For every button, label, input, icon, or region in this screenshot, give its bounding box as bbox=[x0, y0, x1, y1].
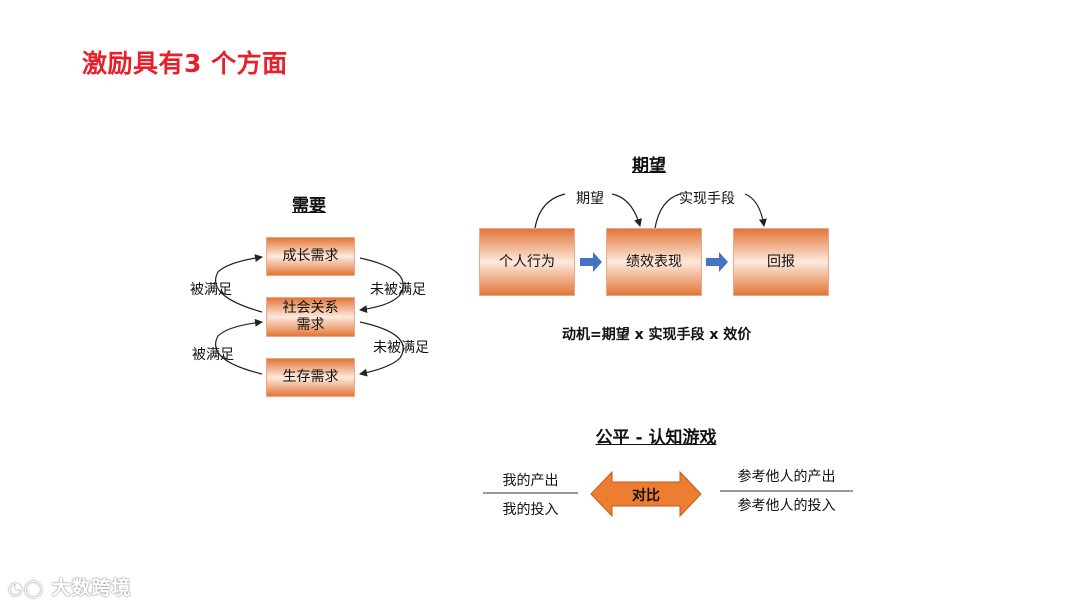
expectation-box-behavior: 个人行为 bbox=[479, 228, 575, 296]
needs-label-satisfied-upper: 被满足 bbox=[190, 282, 232, 298]
needs-label-satisfied-lower: 被满足 bbox=[192, 347, 234, 363]
expectation-box-performance: 绩效表现 bbox=[606, 228, 702, 296]
expectation-heading: 期望 bbox=[632, 156, 666, 176]
flow-arrow-1 bbox=[580, 252, 602, 272]
equity-others-output: 参考他人的产出 bbox=[737, 469, 836, 485]
needs-box-growth: 成长需求 bbox=[266, 237, 355, 276]
watermark-text: 大数跨境 bbox=[51, 577, 132, 599]
needs-arrow-left-upper bbox=[215, 254, 263, 313]
watermark-logo: ◔◯ 大数跨境 bbox=[8, 573, 132, 600]
needs-arrow-left-lower bbox=[215, 318, 263, 375]
equity-my-output: 我的产出 bbox=[502, 473, 559, 489]
needs-heading: 需要 bbox=[292, 196, 326, 216]
equity-my-input: 我的投入 bbox=[502, 502, 559, 518]
watermark-glyph-icon: ◔◯ bbox=[8, 579, 44, 599]
needs-box-social: 社会关系 需求 bbox=[266, 297, 355, 337]
needs-label-unsatisfied-lower: 未被满足 bbox=[373, 340, 429, 356]
needs-box-survival: 生存需求 bbox=[266, 358, 355, 397]
expectation-arc-label-1: 期望 bbox=[576, 191, 604, 207]
flow-arrow-2 bbox=[706, 252, 728, 272]
compare-double-arrow bbox=[590, 470, 702, 518]
expectation-arc-label-2: 实现手段 bbox=[679, 191, 735, 207]
expectation-arc-2 bbox=[654, 193, 764, 228]
needs-arrow-right-upper bbox=[359, 257, 404, 314]
motivation-formula: 动机=期望 x 实现手段 x 效价 bbox=[562, 327, 752, 343]
expectation-box-reward: 回报 bbox=[733, 228, 829, 296]
expectation-arc-1 bbox=[534, 193, 640, 228]
equity-others-input: 参考他人的投入 bbox=[737, 498, 836, 514]
compare-label: 对比 bbox=[632, 488, 660, 504]
needs-label-unsatisfied-upper: 未被满足 bbox=[370, 282, 426, 298]
equity-heading: 公平 - 认知游戏 bbox=[595, 428, 717, 448]
page-title: 激励具有3 个方面 bbox=[82, 49, 288, 78]
needs-arrow-right-lower bbox=[359, 321, 404, 377]
